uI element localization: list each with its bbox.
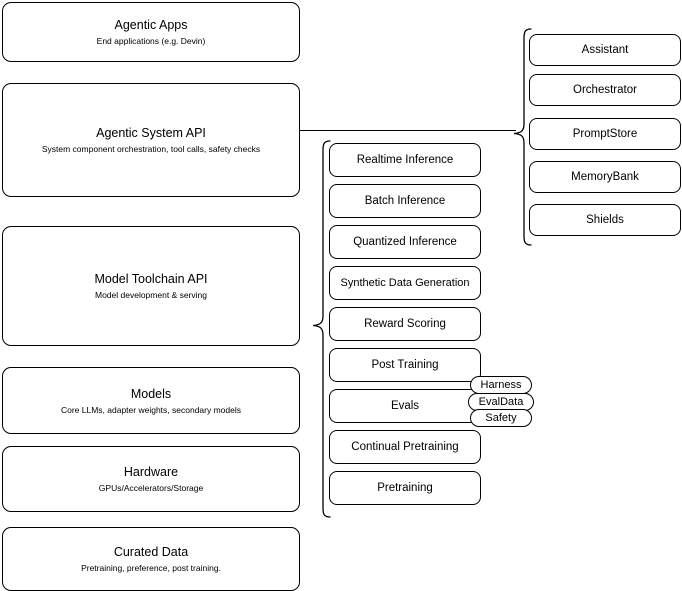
system-box-memorybank[interactable]: MemoryBank <box>529 161 681 193</box>
system-box-title: Assistant <box>581 43 629 56</box>
toolchain-box-title: Evals <box>390 399 420 412</box>
stack-box-title: Agentic System API <box>96 126 206 140</box>
toolchain-box-quantized-inference[interactable]: Quantized Inference <box>329 225 481 259</box>
system-box-orchestrator[interactable]: Orchestrator <box>529 74 681 106</box>
toolchain-box-title: Synthetic Data Generation <box>340 276 470 289</box>
toolchain-box-post-training[interactable]: Post Training <box>329 348 481 382</box>
stack-box-title: Hardware <box>123 465 179 479</box>
connector-line-system-api <box>300 124 516 138</box>
toolchain-box-title: Reward Scoring <box>364 317 446 330</box>
toolchain-box-title: Post Training <box>371 358 439 371</box>
system-box-shields[interactable]: Shields <box>529 204 681 236</box>
system-box-promptstore[interactable]: PromptStore <box>529 118 681 150</box>
stack-box-agentic-apps[interactable]: Agentic Apps End applications (e.g. Devi… <box>2 2 300 62</box>
toolchain-box-title: Realtime Inference <box>356 153 454 166</box>
eval-badge-safety[interactable]: Safety <box>470 409 532 427</box>
eval-badge-label: EvalData <box>478 396 524 408</box>
stack-box-agentic-system-api[interactable]: Agentic System API System component orch… <box>2 83 300 197</box>
stack-box-curated-data[interactable]: Curated Data Pretraining, preference, po… <box>2 527 300 591</box>
toolchain-box-continual-pretraining[interactable]: Continual Pretraining <box>329 430 481 464</box>
system-box-title: MemoryBank <box>571 170 639 183</box>
toolchain-box-title: Quantized Inference <box>353 235 457 248</box>
stack-box-subtitle: End applications (e.g. Devin) <box>96 36 206 46</box>
stack-box-model-toolchain-api[interactable]: Model Toolchain API Model development & … <box>2 226 300 346</box>
system-box-title: Orchestrator <box>573 83 637 96</box>
stack-box-subtitle: Model development & serving <box>95 290 207 300</box>
stack-box-title: Model Toolchain API <box>94 272 208 286</box>
toolchain-box-pretraining[interactable]: Pretraining <box>329 471 481 505</box>
toolchain-box-synthetic-data-generation[interactable]: Synthetic Data Generation <box>329 266 481 300</box>
system-box-assistant[interactable]: Assistant <box>529 34 681 66</box>
toolchain-box-title: Batch Inference <box>364 194 446 207</box>
toolchain-box-batch-inference[interactable]: Batch Inference <box>329 184 481 218</box>
toolchain-box-evals[interactable]: Evals <box>329 389 481 423</box>
stack-box-subtitle: Pretraining, preference, post training. <box>81 563 221 573</box>
brace-toolchain-components <box>311 140 331 518</box>
stack-box-models[interactable]: Models Core LLMs, adapter weights, secon… <box>2 367 300 434</box>
system-box-title: PromptStore <box>572 127 638 140</box>
toolchain-box-reward-scoring[interactable]: Reward Scoring <box>329 307 481 341</box>
eval-badge-label: Safety <box>485 412 517 424</box>
system-box-title: Shields <box>586 213 624 226</box>
stack-box-title: Curated Data <box>113 545 189 559</box>
stack-box-title: Agentic Apps <box>114 18 188 32</box>
toolchain-box-realtime-inference[interactable]: Realtime Inference <box>329 143 481 177</box>
stack-box-subtitle: Core LLMs, adapter weights, secondary mo… <box>60 404 241 415</box>
eval-badge-evaldata[interactable]: EvalData <box>468 393 534 411</box>
stack-box-subtitle: System component orchestration, tool cal… <box>41 144 261 154</box>
toolchain-box-title: Continual Pretraining <box>351 440 459 453</box>
eval-badge-label: Harness <box>480 379 522 391</box>
stack-box-subtitle: GPUs/Accelerators/Storage <box>98 483 204 493</box>
stack-box-hardware[interactable]: Hardware GPUs/Accelerators/Storage <box>2 446 300 512</box>
stack-box-title: Models <box>130 386 172 401</box>
eval-badge-harness[interactable]: Harness <box>470 376 532 394</box>
toolchain-box-title: Pretraining <box>377 481 433 494</box>
